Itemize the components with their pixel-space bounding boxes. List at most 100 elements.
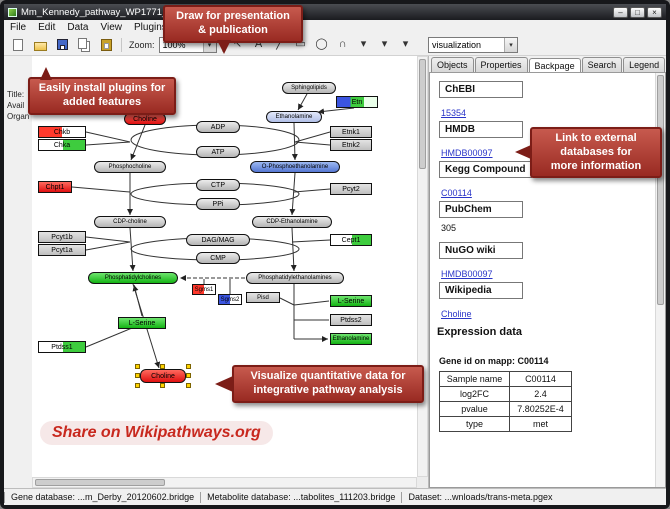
toolbar-arc-tool[interactable]: ∩ (333, 36, 353, 54)
section-value-kegg-compound[interactable]: C00114 (441, 188, 472, 198)
pathway-node-ctp[interactable]: CTP (196, 179, 240, 191)
selection-handle[interactable] (186, 373, 191, 378)
pathway-node-cdp-ethanolamine[interactable]: CDP-Ethanolamine (252, 216, 332, 228)
visualization-combobox[interactable]: visualization ▾ (428, 37, 518, 53)
selection-handle[interactable] (186, 383, 191, 388)
callout-line: & publication (198, 23, 268, 36)
pathway-node-etnk2[interactable]: Etnk2 (330, 139, 372, 151)
canvas-vertical-scrollbar[interactable] (417, 56, 428, 477)
maximize-button[interactable]: □ (630, 6, 645, 18)
menu-file[interactable]: File (10, 21, 27, 33)
pathway-node-dag-mag[interactable]: DAG/MAG (186, 234, 250, 246)
tab-objects[interactable]: Objects (431, 57, 474, 72)
pathway-node-ptdss1[interactable]: Ptdss1 (38, 341, 86, 353)
selection-handle[interactable] (160, 383, 165, 388)
pathway-node-pcyt2[interactable]: Pcyt2 (330, 183, 372, 195)
section-value-chebi[interactable]: 15354 (441, 108, 467, 118)
pathway-node-l-serine[interactable]: L-Serine (330, 295, 372, 307)
info-label-title: Title: (7, 90, 25, 99)
pathway-node-adp[interactable]: ADP (196, 121, 240, 133)
pathway-node-etn[interactable]: Etn (336, 96, 378, 108)
menu-view[interactable]: View (100, 21, 122, 33)
menu-data[interactable]: Data (67, 21, 89, 33)
menu-edit[interactable]: Edit (38, 21, 56, 33)
pathway-node-l-serine[interactable]: L-Serine (118, 317, 166, 329)
pathway-node-phosphatidylethanolamines[interactable]: Phosphatidylethanolamines (246, 272, 344, 284)
tab-properties[interactable]: Properties (474, 57, 528, 72)
menu-plugins[interactable]: Plugins (133, 21, 167, 33)
toolbar-shapes-dropdown[interactable]: ▾ (354, 36, 374, 54)
tab-legend[interactable]: Legend (623, 57, 666, 72)
toolbar-select-tool[interactable]: ↖ (228, 36, 248, 54)
pathway-node-cept1[interactable]: Cept1 (330, 234, 372, 246)
scrollbar-thumb[interactable] (35, 479, 165, 486)
pathway-node-chka[interactable]: Chka (38, 139, 86, 151)
toolbar-interactions-dropdown[interactable]: ▾ (375, 36, 395, 54)
selection-handle[interactable] (135, 383, 140, 388)
pathway-node-phosphocholine[interactable]: Phosphocholine (94, 161, 166, 173)
pathway-node-ppi[interactable]: PPi (196, 198, 240, 210)
pathway-node-ptdss2[interactable]: Ptdss2 (330, 314, 372, 326)
toolbar-oval-tool[interactable]: ◯ (312, 36, 332, 54)
tab-backpage[interactable]: Backpage (528, 58, 581, 73)
save-icon (56, 39, 68, 50)
scrollbar-thumb[interactable] (657, 75, 664, 305)
chevron-down-icon[interactable]: ▾ (504, 38, 517, 52)
pathway-node-ethanolamine[interactable]: Ethanolamine (266, 111, 322, 123)
pathway-node-pcyt1b[interactable]: Pcyt1b (38, 231, 86, 243)
selection-handle[interactable] (135, 373, 140, 378)
pathway-node-ethanolamine[interactable]: Ethanolamine (330, 333, 372, 345)
toolbar-rect-tool[interactable]: ▭ (291, 36, 311, 54)
sidebar-scrollbar[interactable] (655, 73, 665, 487)
toolbar-save-button[interactable] (52, 36, 72, 54)
section-value-wikipedia[interactable]: Choline (441, 309, 472, 319)
new-icon (13, 38, 23, 51)
pathway-node-sphingolipids[interactable]: Sphingolipids (282, 82, 336, 94)
pathway-node-sgms2[interactable]: Sgms2 (218, 294, 242, 305)
templates-dropdown-icon: ▾ (402, 38, 409, 50)
toolbar-line-tool[interactable]: ╱ (270, 36, 290, 54)
toolbar-paste-button[interactable] (96, 36, 116, 54)
callout-line: added features (62, 95, 142, 108)
close-button[interactable]: × (647, 6, 662, 18)
selection-handle[interactable] (135, 364, 140, 369)
pathway-node-pcyt1a[interactable]: Pcyt1a (38, 244, 86, 256)
toolbar-new-button[interactable] (8, 36, 28, 54)
toolbar-templates-dropdown[interactable]: ▾ (396, 36, 416, 54)
pathway-node-o-phosphoethanolamine[interactable]: O-Phosphoethanolamine (250, 161, 340, 173)
info-label-organ: Organ (7, 112, 30, 121)
pathway-node-phosphatidylcholines[interactable]: Phosphatidylcholines (88, 272, 178, 284)
toolbar-open-button[interactable] (30, 36, 50, 54)
status-bar: Gene database: ...m_Derby_20120602.bridg… (4, 488, 666, 505)
pathway-node-atp[interactable]: ATP (196, 146, 240, 158)
selection-handle[interactable] (160, 364, 165, 369)
scrollbar-thumb[interactable] (419, 59, 426, 169)
pathway-node-etnk1[interactable]: Etnk1 (330, 126, 372, 138)
tab-search[interactable]: Search (581, 57, 623, 72)
section-value-nugo-wiki[interactable]: HMDB00097 (441, 269, 493, 279)
minimize-button[interactable]: – (613, 6, 628, 18)
pathway-node-cdp-choline[interactable]: CDP-choline (94, 216, 166, 228)
toolbar-copy-button[interactable] (74, 36, 94, 54)
pathway-node-sgms1[interactable]: Sgms1 (192, 284, 216, 295)
pathway-node-chkb[interactable]: Chkb (38, 126, 86, 138)
toolbar-label-tool[interactable]: A (249, 36, 269, 54)
pathway-node-cmp[interactable]: CMP (196, 252, 240, 264)
pathway-node-choline[interactable]: Choline (124, 113, 166, 125)
pathway-node-chpt1[interactable]: Chpt1 (38, 181, 72, 193)
pathway-node-pisd[interactable]: Pisd (246, 292, 280, 303)
section-value-hmdb[interactable]: HMDB00097 (441, 148, 493, 158)
toolbar-separator (121, 37, 122, 52)
section-header-hmdb: HMDB (439, 121, 523, 138)
canvas-horizontal-scrollbar[interactable] (32, 477, 417, 488)
selection-handle[interactable] (186, 364, 191, 369)
pathway-node-choline[interactable]: Choline (140, 369, 186, 383)
callout-line: Visualize quantitative data for (250, 370, 406, 382)
